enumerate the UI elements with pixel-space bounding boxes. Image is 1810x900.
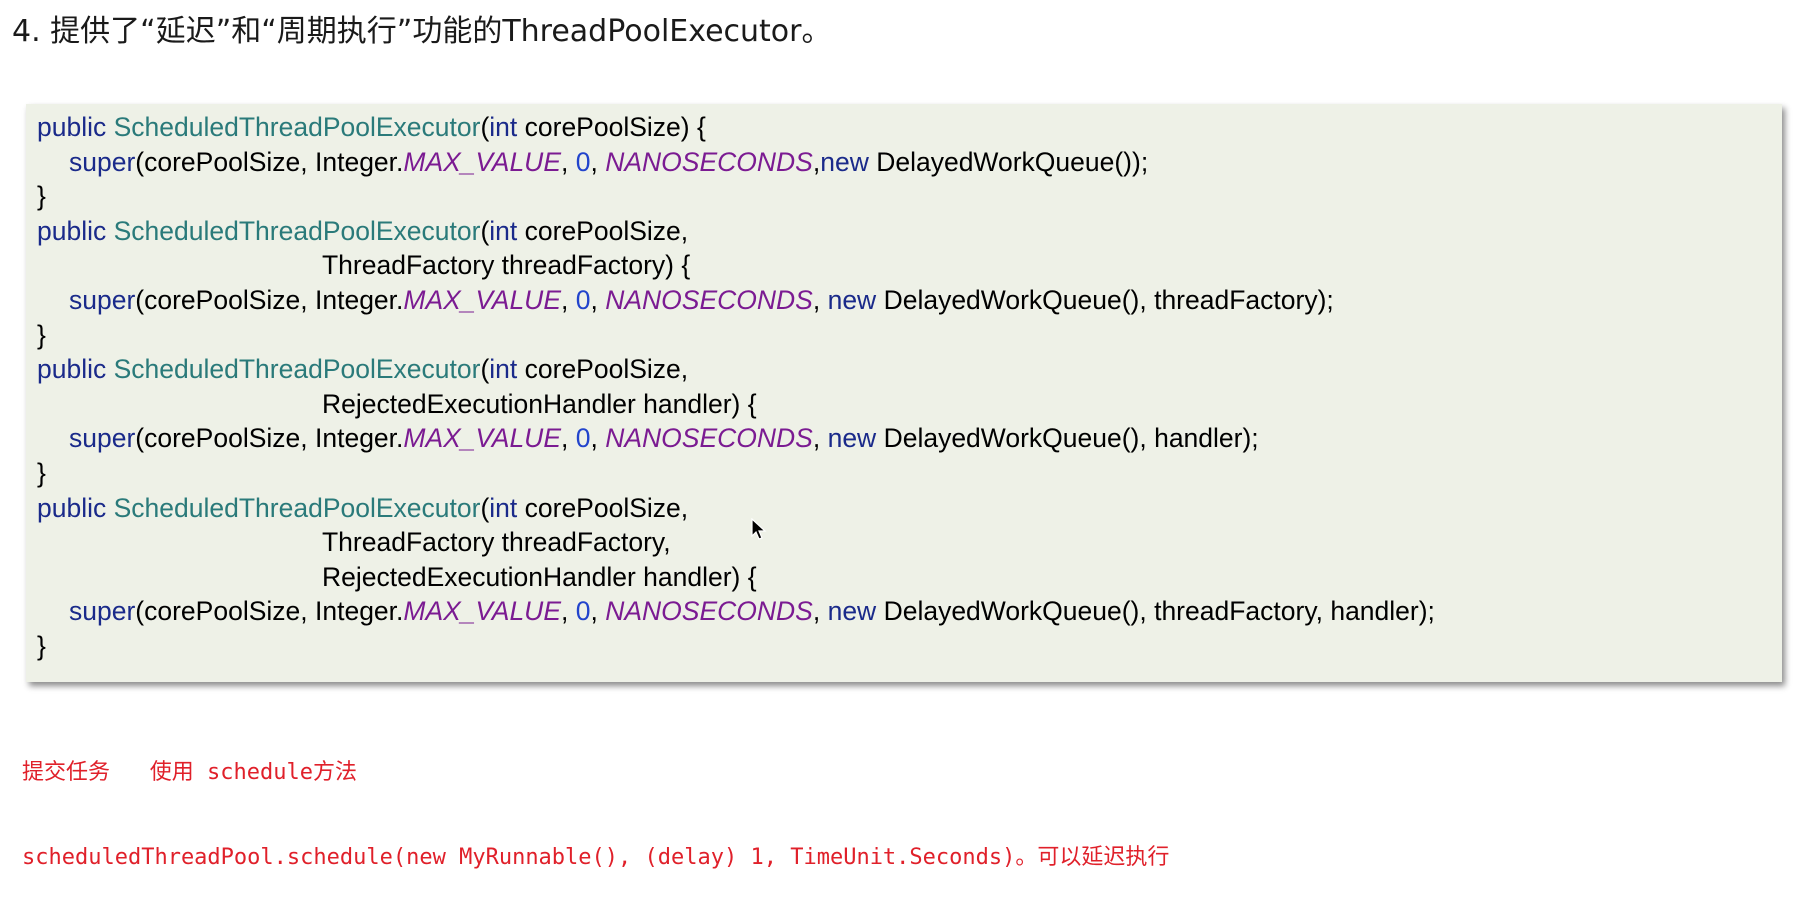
code-text: ,: [561, 423, 576, 454]
code-keyword: super: [69, 423, 136, 454]
code-text: }: [37, 319, 46, 350]
code-line: RejectedExecutionHandler handler) {: [322, 560, 757, 594]
code-text: DelayedWorkQueue());: [868, 146, 1149, 177]
code-text: (: [480, 492, 490, 523]
code-text: ,: [590, 146, 606, 177]
code-text: ,: [812, 423, 828, 454]
code-text: DelayedWorkQueue(), threadFactory);: [876, 285, 1334, 315]
code-line: RejectedExecutionHandler handler) {: [322, 387, 757, 421]
code-constant: MAX_VALUE: [403, 146, 561, 177]
code-text: ,: [812, 596, 828, 627]
code-keyword: int: [489, 112, 518, 142]
mouse-pointer-icon: [751, 518, 767, 540]
code-constant: MAX_VALUE: [403, 596, 561, 627]
code-line: super(corePoolSize, Integer.MAX_VALUE, 0…: [69, 145, 1148, 179]
code-text: }: [37, 458, 46, 488]
code-line: }: [37, 629, 46, 663]
code-text: ThreadFactory threadFactory,: [322, 527, 671, 558]
code-line: ThreadFactory threadFactory,: [322, 525, 671, 559]
code-text: (: [480, 215, 490, 246]
code-line: }: [37, 179, 46, 213]
code-block: public ScheduledThreadPoolExecutor(int c…: [26, 104, 1782, 682]
note-schedule-example: scheduledThreadPool.schedule(new MyRunna…: [22, 845, 1170, 870]
code-class-name: ScheduledThreadPoolExecutor: [113, 492, 481, 523]
code-line: }: [37, 318, 46, 352]
code-class-name: ScheduledThreadPoolExecutor: [113, 215, 481, 246]
code-line: public ScheduledThreadPoolExecutor(int c…: [37, 110, 706, 144]
code-text: ,: [561, 146, 576, 177]
code-text: ,: [590, 285, 606, 315]
code-line: ThreadFactory threadFactory) {: [322, 248, 690, 282]
code-text: ,: [590, 423, 606, 454]
code-keyword: int: [489, 215, 518, 246]
code-constant: NANOSECONDS: [605, 423, 813, 454]
code-class-name: ScheduledThreadPoolExecutor: [113, 354, 481, 385]
code-text: ,: [812, 285, 828, 315]
code-constant: NANOSECONDS: [605, 285, 813, 315]
code-keyword: public: [37, 354, 114, 385]
code-keyword: public: [37, 492, 114, 523]
note-submit-task: 提交任务 使用 schedule方法: [22, 760, 357, 785]
code-line: super(corePoolSize, Integer.MAX_VALUE, 0…: [69, 421, 1259, 455]
code-line: public ScheduledThreadPoolExecutor(int c…: [37, 214, 688, 248]
code-keyword: new: [820, 146, 869, 177]
code-line: }: [37, 456, 46, 490]
code-text: RejectedExecutionHandler handler) {: [322, 561, 757, 592]
code-keyword: super: [69, 285, 136, 315]
code-text: (corePoolSize, Integer.: [135, 423, 404, 454]
code-keyword: super: [69, 146, 136, 177]
code-keyword: int: [489, 492, 518, 523]
code-keyword: super: [69, 596, 136, 627]
code-keyword: public: [37, 112, 114, 142]
code-line: super(corePoolSize, Integer.MAX_VALUE, 0…: [69, 594, 1435, 628]
code-line: public ScheduledThreadPoolExecutor(int c…: [37, 491, 688, 525]
code-constant: MAX_VALUE: [403, 423, 561, 454]
code-keyword: new: [827, 596, 877, 627]
code-text: ,: [561, 285, 576, 315]
code-text: (corePoolSize, Integer.: [135, 596, 404, 627]
code-text: corePoolSize) {: [517, 112, 706, 142]
code-number: 0: [575, 423, 591, 454]
code-text: (: [480, 354, 490, 385]
code-text: (corePoolSize, Integer.: [135, 285, 404, 315]
code-text: (: [480, 112, 490, 142]
code-constant: NANOSECONDS: [605, 146, 813, 177]
code-text: ,: [561, 596, 576, 627]
code-number: 0: [575, 596, 591, 627]
code-line: public ScheduledThreadPoolExecutor(int c…: [37, 352, 688, 386]
code-number: 0: [575, 285, 591, 315]
code-class-name: ScheduledThreadPoolExecutor: [113, 112, 481, 142]
code-text: DelayedWorkQueue(), threadFactory, handl…: [876, 596, 1435, 627]
code-keyword: public: [37, 215, 114, 246]
code-text: ,: [812, 146, 821, 177]
code-text: ThreadFactory threadFactory) {: [322, 250, 691, 281]
code-text: corePoolSize,: [517, 492, 689, 523]
code-text: RejectedExecutionHandler handler) {: [322, 388, 757, 419]
code-text: }: [37, 631, 46, 661]
code-keyword: new: [827, 285, 877, 315]
code-number: 0: [575, 146, 591, 177]
slide-heading: 4. 提供了“延迟”和“周期执行”功能的ThreadPoolExecutor。: [12, 14, 832, 49]
code-text: ,: [590, 596, 606, 627]
code-keyword: new: [827, 423, 877, 454]
code-constant: NANOSECONDS: [605, 596, 813, 627]
code-constant: MAX_VALUE: [403, 285, 561, 315]
annotation-notes: 提交任务 使用 schedule方法 scheduledThreadPool.s…: [22, 705, 1169, 900]
code-line: super(corePoolSize, Integer.MAX_VALUE, 0…: [69, 283, 1334, 317]
code-keyword: int: [489, 354, 518, 385]
code-text: (corePoolSize, Integer.: [135, 146, 404, 177]
code-text: }: [37, 181, 46, 212]
code-text: corePoolSize,: [517, 215, 689, 246]
code-text: corePoolSize,: [517, 354, 689, 385]
code-text: DelayedWorkQueue(), handler);: [876, 423, 1259, 454]
